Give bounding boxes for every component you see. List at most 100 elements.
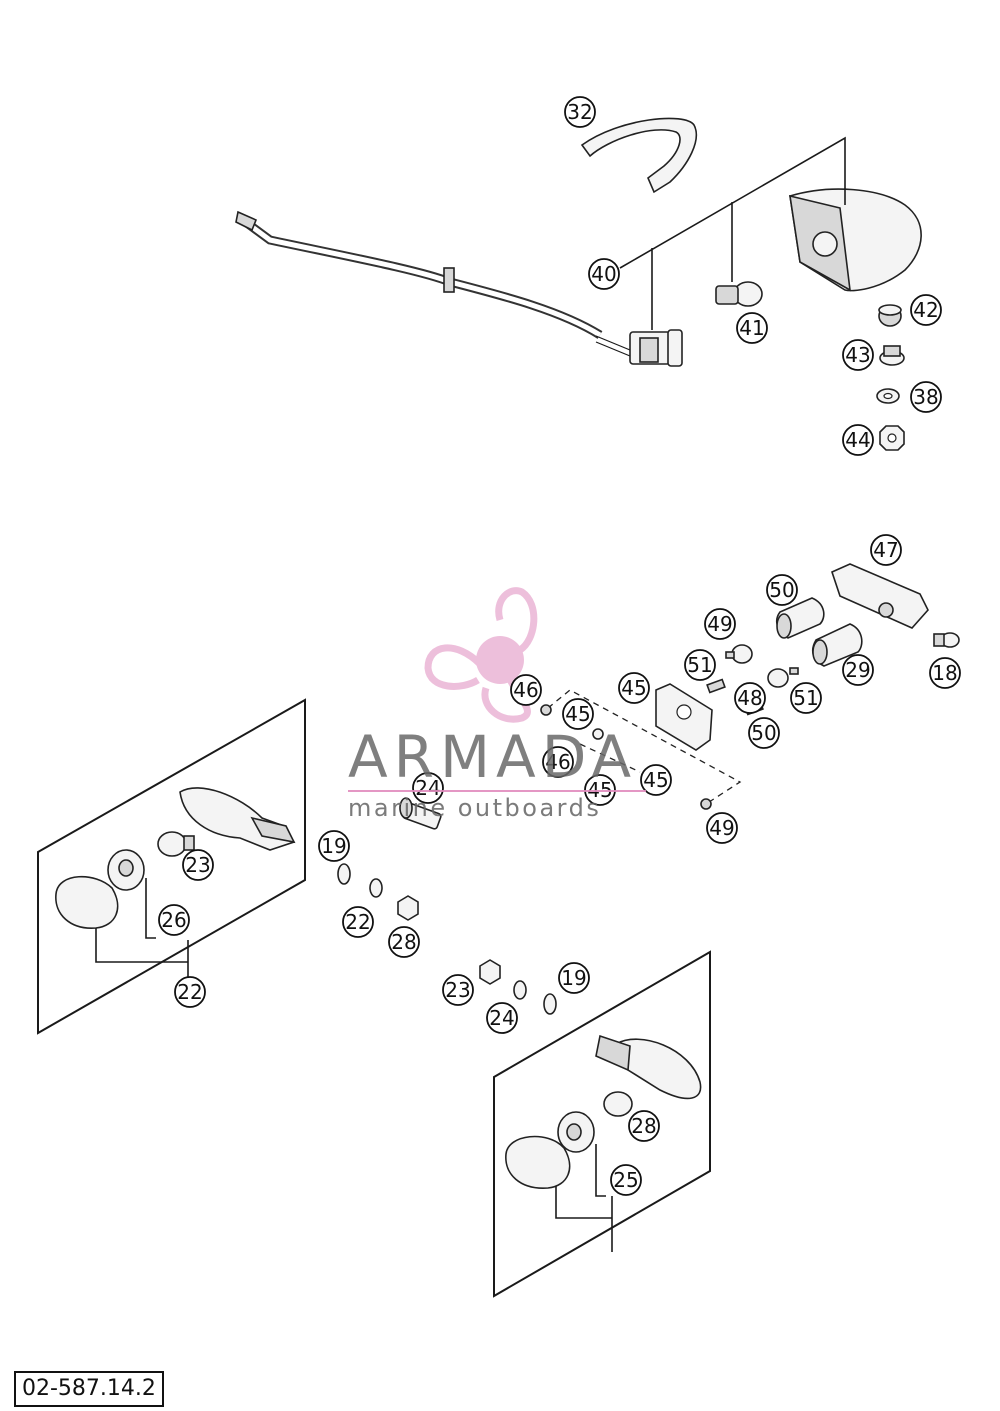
callout-circle (766, 574, 798, 606)
callout-layer: 3240414243384447504918514845464546454549… (158, 96, 961, 1196)
callout-circle (842, 424, 874, 456)
lens-holder-right (557, 1111, 595, 1153)
callout-number: 24 (489, 1006, 514, 1030)
callout-45: 45 (562, 698, 594, 730)
callout-circle (748, 717, 780, 749)
leader-left (95, 878, 189, 978)
harness-tip (235, 210, 258, 232)
lens-holder-left (107, 849, 145, 891)
callout-number: 45 (643, 768, 668, 792)
drawing-code-label: 02-587.14.2 (14, 1371, 164, 1407)
callout-number: 45 (621, 676, 646, 700)
callout-number: 22 (345, 910, 370, 934)
callout-42: 42 (910, 294, 942, 326)
o-ring-left (337, 863, 351, 885)
callout-number: 45 (565, 702, 590, 726)
rubber-strap (580, 117, 698, 194)
callout-circle (929, 657, 961, 689)
callout-number: 51 (793, 686, 818, 710)
bulb-right (603, 1091, 633, 1117)
callout-number: 26 (161, 908, 186, 932)
callout-24: 24 (412, 772, 444, 804)
bulb-left (157, 831, 195, 857)
callout-19: 19 (318, 830, 350, 862)
rubber-buffer-upper (725, 644, 753, 664)
callout-28: 28 (388, 926, 420, 958)
harness-clip (443, 267, 455, 293)
nut-right (479, 959, 501, 985)
callout-circle (558, 962, 590, 994)
callout-circle (174, 976, 206, 1008)
callout-circle (562, 698, 594, 730)
nut-left (397, 895, 419, 921)
callout-circle (342, 906, 374, 938)
callout-circle (734, 682, 766, 714)
callout-number: 44 (845, 428, 870, 452)
callout-circle (486, 1002, 518, 1034)
callout-number: 19 (321, 834, 346, 858)
callout-22: 22 (342, 906, 374, 938)
callout-circle (736, 312, 768, 344)
lens-right (505, 1135, 571, 1189)
harness-wires (595, 335, 631, 357)
callout-number: 49 (707, 612, 732, 636)
callout-circle (842, 654, 874, 686)
spacer-sleeve-lower (811, 623, 863, 667)
callout-circle (510, 674, 542, 706)
callout-number: 46 (545, 750, 570, 774)
callout-circle (842, 339, 874, 371)
callout-number: 28 (391, 930, 416, 954)
callout-number: 23 (445, 978, 470, 1002)
callout-number: 48 (737, 686, 762, 710)
callout-circle (182, 849, 214, 881)
callout-51: 51 (684, 649, 716, 681)
callout-circle (564, 96, 596, 128)
watermark-title: ARMADA (348, 723, 638, 791)
callout-47: 47 (870, 534, 902, 566)
callout-19: 19 (558, 962, 590, 994)
callout-number: 25 (613, 1168, 638, 1192)
bolt (399, 797, 442, 830)
callout-46: 46 (542, 746, 574, 778)
screw-upper (706, 678, 726, 694)
watermark-subtitle: marine outboards (348, 794, 602, 822)
callout-circle (158, 904, 190, 936)
callout-number: 32 (567, 100, 592, 124)
callout-number: 40 (591, 262, 616, 286)
spacer-sleeve-upper (775, 597, 825, 639)
turn-signal-frame-right (493, 950, 711, 1298)
washer-right (513, 980, 527, 1000)
callout-38: 38 (910, 381, 942, 413)
nut-small-1 (540, 704, 552, 716)
bulb-small (933, 632, 960, 648)
callout-25: 25 (610, 1164, 642, 1196)
callout-44: 44 (842, 424, 874, 456)
turn-signal-body-left (179, 787, 296, 851)
callout-number: 38 (913, 385, 938, 409)
callout-circle (318, 830, 350, 862)
turn-signal-body-right (595, 1034, 702, 1100)
callout-number: 51 (687, 653, 712, 677)
callout-43: 43 (842, 339, 874, 371)
grommet (878, 304, 902, 327)
nut-hex (879, 425, 905, 451)
callout-50: 50 (748, 717, 780, 749)
callout-29: 29 (842, 654, 874, 686)
callout-49: 49 (704, 608, 736, 640)
callout-circle (412, 772, 444, 804)
socket-connector (629, 329, 683, 367)
nut-flange (879, 345, 905, 366)
nut-small-2 (700, 798, 712, 810)
callout-number: 47 (873, 538, 898, 562)
turn-signal-frame-left (37, 698, 306, 1035)
callout-23: 23 (182, 849, 214, 881)
callout-number: 29 (845, 658, 870, 682)
callout-number: 23 (185, 853, 210, 877)
callout-circle (910, 381, 942, 413)
callout-40: 40 (588, 258, 620, 290)
callout-circle (870, 534, 902, 566)
callout-circle (910, 294, 942, 326)
assembly-dash (547, 689, 742, 805)
callout-number: 49 (709, 816, 734, 840)
